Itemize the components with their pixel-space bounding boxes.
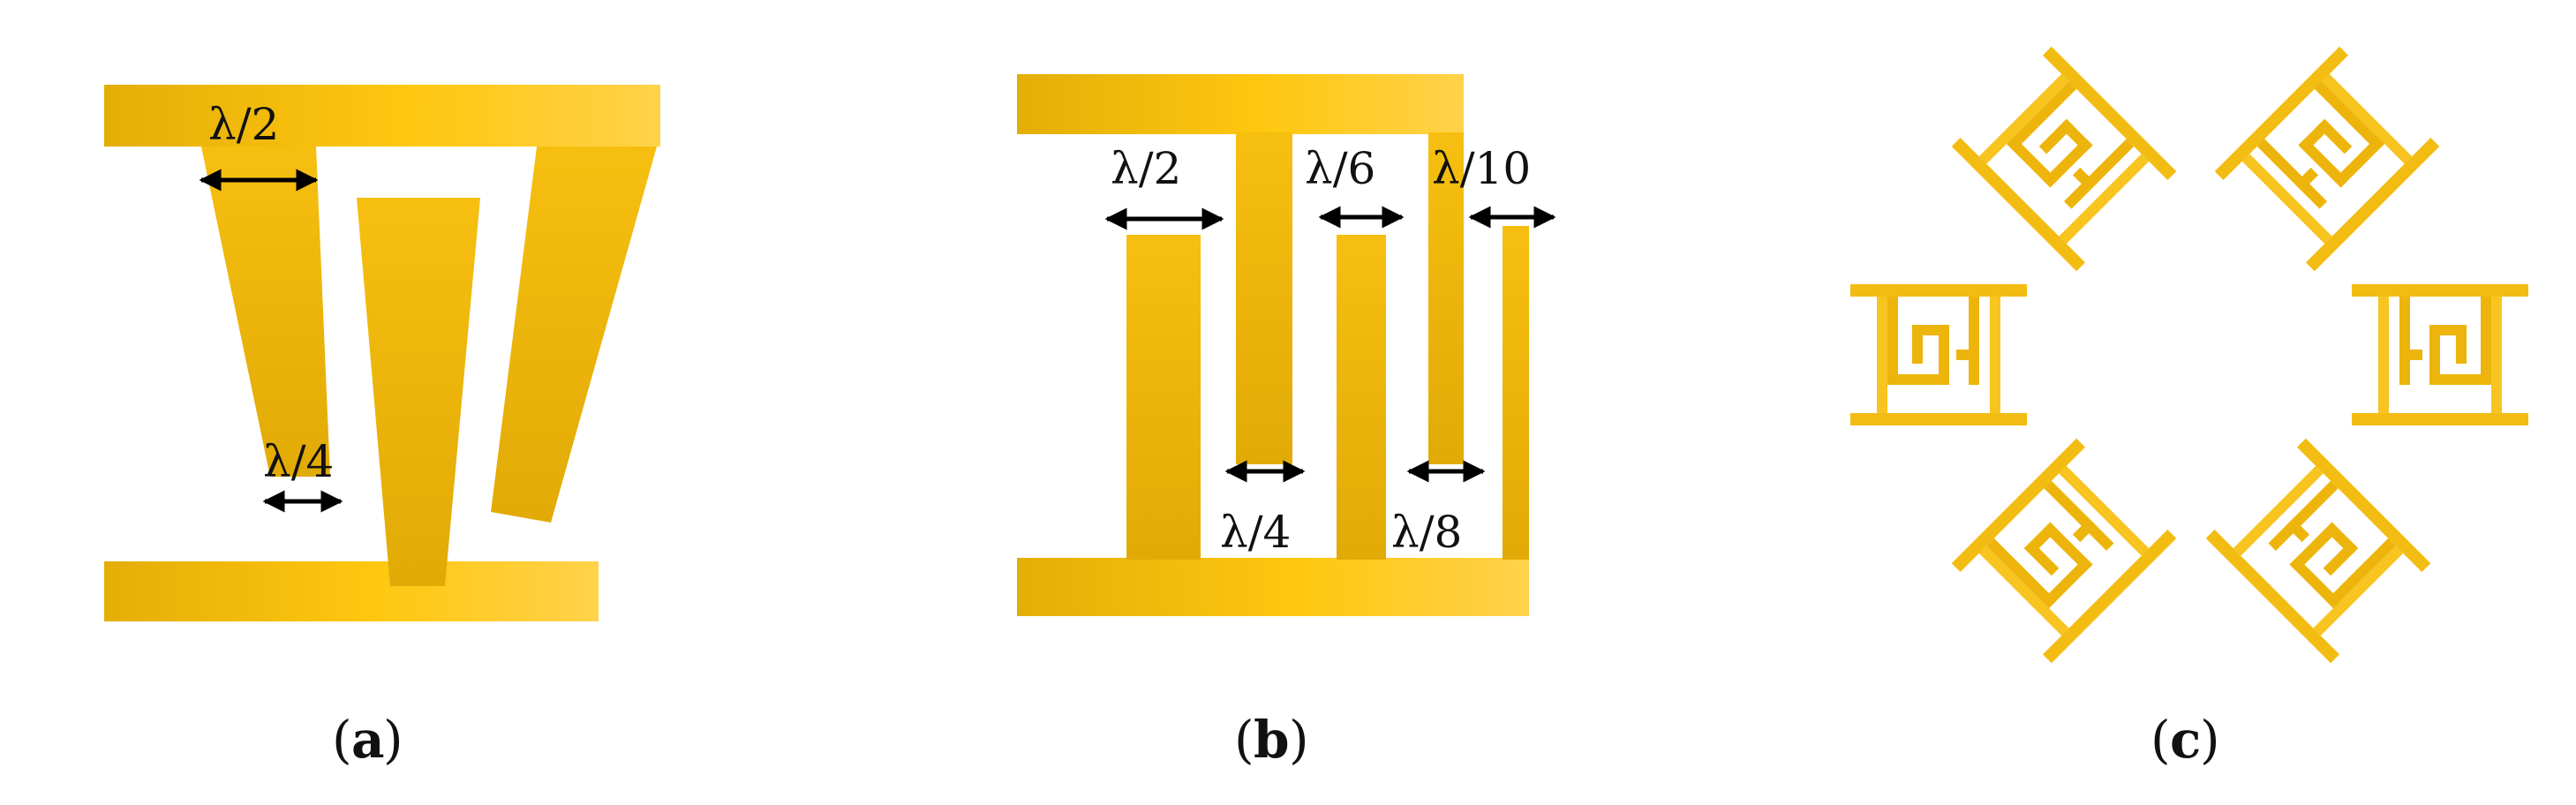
svg-text:): ): [2200, 710, 2220, 770]
panel-a-top-bar: [104, 85, 660, 147]
panel-a-center-finger: [357, 198, 480, 586]
meander-unit-mid-left: [1850, 284, 2027, 425]
panel-b: λ/2 λ/6 λ/10 λ/4 λ/8 ( b ): [1017, 74, 1556, 770]
panel-a-right-finger: [491, 147, 657, 523]
panel-a-bottom-bar: [104, 561, 599, 621]
panel-a-top-width-label: λ/2: [208, 99, 279, 150]
caption-c: ( c ): [2150, 710, 2220, 770]
panel-b-finger-half: [1126, 235, 1201, 560]
panel-b-eighth-label: λ/8: [1391, 507, 1462, 558]
panel-b-finger-sixth: [1337, 235, 1386, 560]
panel-b-tenth-label: λ/10: [1432, 143, 1531, 194]
caption-b-letter: b: [1254, 710, 1290, 770]
panel-b-finger-eighth: [1428, 132, 1464, 464]
svg-text:(: (: [2150, 710, 2171, 770]
caption-b: ( b ): [1234, 710, 1309, 770]
panel-a-bottom-width-label: λ/4: [263, 436, 334, 487]
meander-unit-bottom-left: [1951, 438, 2177, 664]
panel-b-sixth-label: λ/6: [1305, 143, 1375, 194]
caption-c-letter: c: [2170, 710, 2201, 770]
svg-text:): ): [383, 710, 403, 770]
panel-c: ( c ): [1850, 46, 2528, 770]
panel-b-top-bar: [1017, 74, 1464, 134]
caption-a: ( a ): [332, 710, 403, 770]
caption-a-letter: a: [351, 710, 385, 770]
svg-text:(: (: [1234, 710, 1254, 770]
panel-a-left-finger: [201, 147, 330, 477]
meander-unit-top-left: [1951, 46, 2177, 272]
meander-unit-mid-right: [2352, 284, 2528, 425]
panel-b-finger-quarter: [1236, 132, 1292, 464]
svg-text:(: (: [332, 710, 352, 770]
panel-b-finger-tenth: [1503, 226, 1529, 560]
panel-b-half-label: λ/2: [1111, 143, 1181, 194]
svg-text:): ): [1289, 710, 1309, 770]
panel-a: λ/2 λ/4 ( a ): [104, 85, 660, 770]
panel-b-bottom-bar: [1017, 558, 1529, 616]
panel-b-quarter-label: λ/4: [1220, 507, 1291, 558]
meander-unit-bottom-right: [2205, 438, 2431, 664]
meander-unit-top-right: [2214, 46, 2440, 272]
